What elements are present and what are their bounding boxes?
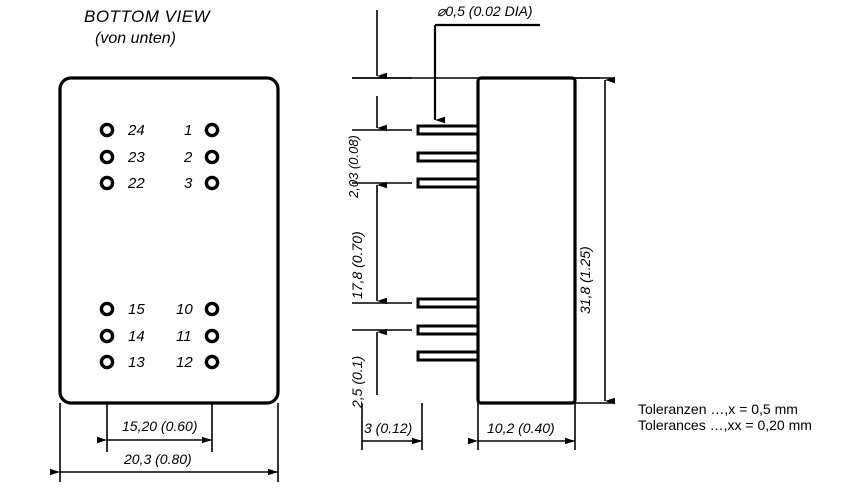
bottom-view-pad-group-bottom (99, 301, 220, 370)
dimension-text-top-offset: 2,03 (0.08) (346, 135, 361, 198)
side-view-pin-group-top (416, 124, 480, 189)
pad-label-1: 1 (184, 122, 193, 139)
dimension-body-width (50, 403, 279, 482)
dimension-text-pin-length: 3 (0.12) (364, 420, 413, 436)
pad-label-23: 23 (128, 149, 145, 166)
pad-label-24: 24 (128, 122, 145, 139)
bottom-view-pad-group-top (99, 122, 220, 191)
dimension-pin-length (361, 403, 423, 450)
side-view-pin-group-bottom (416, 297, 480, 362)
bottom-view-body-outline (58, 76, 280, 405)
dimension-text-body-depth: 10,2 (0.40) (487, 420, 555, 436)
pad-label-11: 11 (176, 328, 192, 345)
pad-label-14: 14 (128, 328, 145, 345)
page-title-german: (von unten) (95, 30, 176, 47)
dimension-text-body-height: 31,8 (1.25) (577, 246, 593, 314)
dimension-body-depth (468, 403, 576, 450)
side-view-body-outline (476, 76, 577, 405)
leader-pin-diameter (433, 23, 540, 124)
dimension-text-bottom-offset: 2,5 (0.1) (349, 355, 365, 408)
dimension-body-height (575, 76, 615, 405)
pad-label-3: 3 (184, 175, 193, 192)
dimension-pin-group-spacing (352, 181, 412, 305)
dimension-text-body-width: 20,3 (0.80) (124, 451, 192, 467)
pad-label-2: 2 (184, 149, 193, 166)
dimension-text-pin-diameter: ⌀0,5 (0.02 DIA) (437, 3, 533, 19)
pad-label-22: 22 (128, 175, 145, 192)
tolerance-note-line-de: Toleranzen …,x = 0,5 mm (638, 401, 798, 417)
pad-label-10: 10 (176, 301, 193, 318)
dimension-text-pin-row-spacing: 15,20 (0.60) (122, 418, 198, 434)
tolerance-note: Toleranzen …,x = 0,5 mm Tolerances …,xx … (638, 401, 812, 433)
dimension-text-pin-group-spacing: 17,8 (0.70) (349, 231, 365, 299)
pad-label-13: 13 (128, 354, 145, 371)
pad-label-12: 12 (176, 354, 193, 371)
dimension-top-offset (352, 77, 412, 132)
page-title-english: BOTTOM VIEW (84, 7, 211, 26)
dimension-bottom-offset (352, 328, 412, 395)
pad-label-15: 15 (128, 301, 145, 318)
tolerance-note-line-en: Tolerances …,xx = 0,20 mm (638, 417, 812, 434)
dimension-pin-row-spacing (97, 403, 213, 452)
